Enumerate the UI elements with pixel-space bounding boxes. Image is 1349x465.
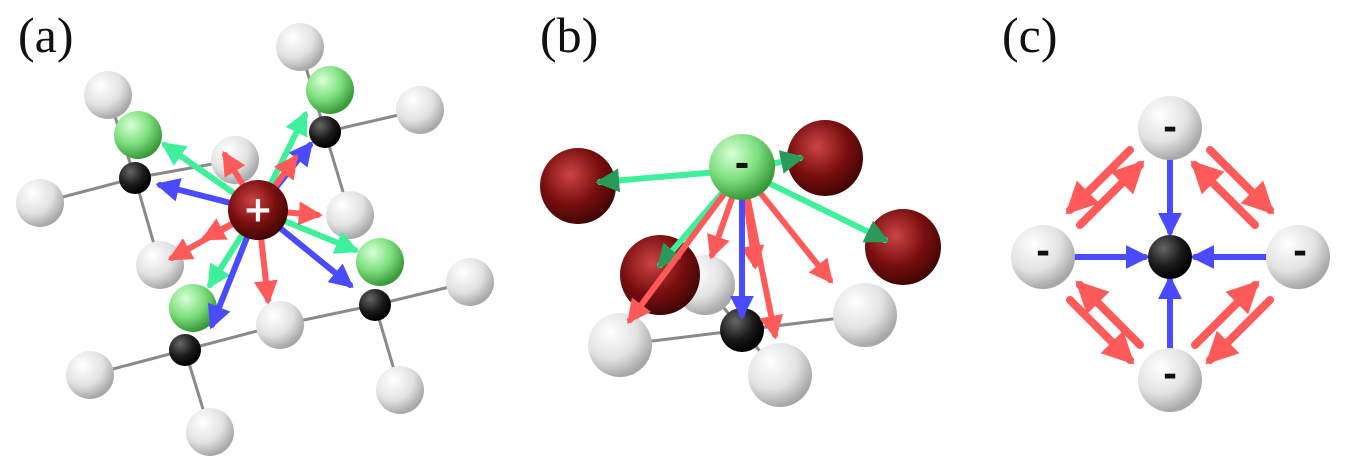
charge-minus-left: - [1036, 232, 1050, 272]
white-atom [136, 241, 184, 289]
black-atom-center [1148, 235, 1192, 279]
green-atom [306, 66, 354, 114]
white-atom-right [1266, 225, 1330, 289]
arrows-c-red [1065, 146, 1275, 365]
red-atom [787, 120, 863, 196]
green-atoms-a [114, 66, 404, 332]
charge-minus-right: - [1293, 232, 1307, 272]
green-atom [169, 284, 217, 332]
panel-label-b: (b) [540, 7, 599, 63]
red-arrow [1205, 296, 1274, 365]
charge-plus: + [243, 190, 273, 231]
black-atom [359, 289, 391, 321]
black-atom [119, 162, 151, 194]
white-atom [256, 301, 304, 349]
red-atom [540, 148, 616, 224]
red-arrow [1206, 146, 1275, 215]
white-atom [186, 408, 234, 456]
red-arrow [1190, 160, 1259, 229]
white-atom [16, 179, 64, 227]
white-atom [833, 283, 897, 347]
panel-a: + [16, 23, 494, 456]
red-atom-center [228, 180, 288, 240]
white-atoms-c [1011, 96, 1330, 412]
black-atom [169, 334, 201, 366]
white-atom [276, 23, 324, 71]
panel-b: - [540, 120, 941, 407]
white-atom-top [1138, 96, 1202, 160]
red-arrow [1075, 280, 1144, 349]
white-atom [326, 191, 374, 239]
white-atom [376, 366, 424, 414]
green-atom-center [709, 134, 775, 200]
panel-label-c: (c) [1002, 7, 1058, 63]
red-arrow [1191, 280, 1260, 349]
red-arrow [1076, 160, 1145, 229]
red-arrow [627, 167, 745, 324]
white-atom [66, 351, 114, 399]
panel-label-a: (a) [18, 7, 74, 63]
white-atom [748, 343, 812, 407]
black-atoms-a [119, 116, 391, 366]
charge-minus-top: - [1163, 108, 1177, 148]
green-atom [114, 111, 162, 159]
black-atom [309, 116, 341, 148]
red-atoms-b [540, 120, 941, 315]
white-atom [396, 86, 444, 134]
charge-minus-bottom: - [1163, 355, 1177, 395]
arrows-c-blue [1067, 157, 1271, 353]
red-atom [865, 209, 941, 285]
panel-c: - - - - [1011, 96, 1330, 412]
red-arrow [1065, 146, 1134, 215]
white-atoms-b [588, 255, 897, 407]
white-atom-left [1011, 225, 1075, 289]
charge-minus: - [735, 144, 750, 185]
white-atom [446, 258, 494, 306]
white-atom-bottom [1138, 348, 1202, 412]
white-atom [588, 313, 652, 377]
green-atom [356, 238, 404, 286]
white-atom [84, 71, 132, 119]
